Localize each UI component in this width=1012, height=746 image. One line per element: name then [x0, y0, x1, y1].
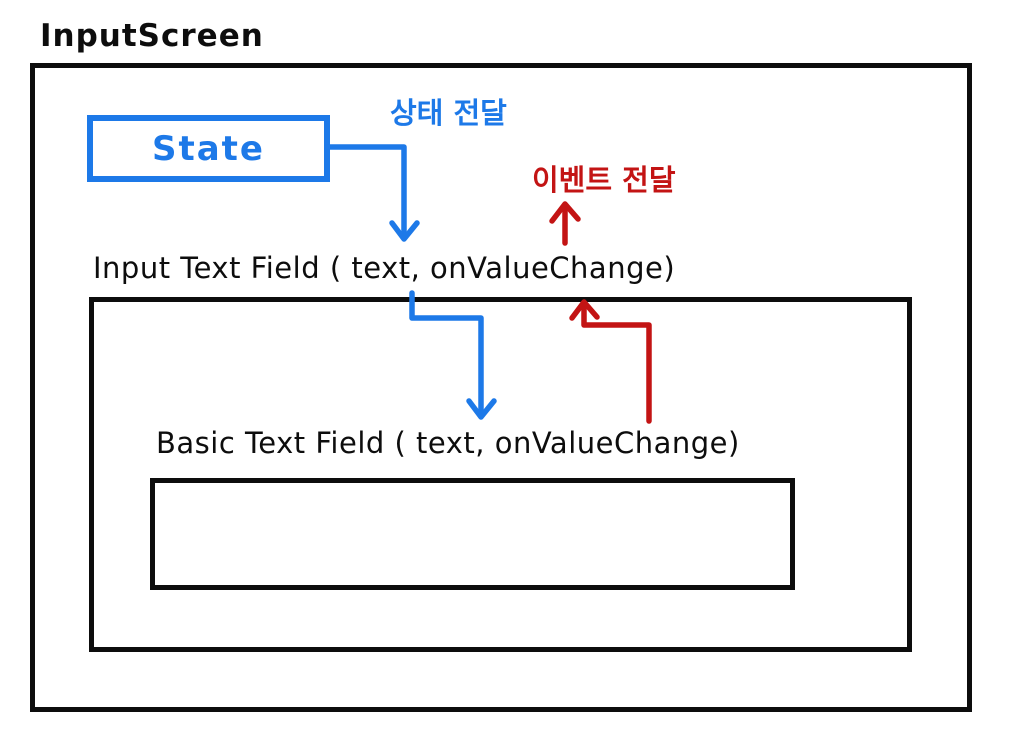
state-box-label: State [152, 128, 265, 169]
input-text-field-label: Input Text Field ( text, onValueChange) [93, 251, 676, 285]
input-screen-frame [30, 63, 972, 712]
state-flow-annotation: 상태 전달 [390, 96, 507, 130]
diagram-title: InputScreen [40, 18, 264, 54]
basic-text-field-label: Basic Text Field ( text, onValueChange) [156, 426, 740, 460]
state-box: State [87, 115, 330, 182]
basic-text-field-box [150, 478, 795, 590]
event-flow-annotation: 이벤트 전달 [532, 163, 676, 197]
input-text-field-frame [89, 297, 912, 652]
